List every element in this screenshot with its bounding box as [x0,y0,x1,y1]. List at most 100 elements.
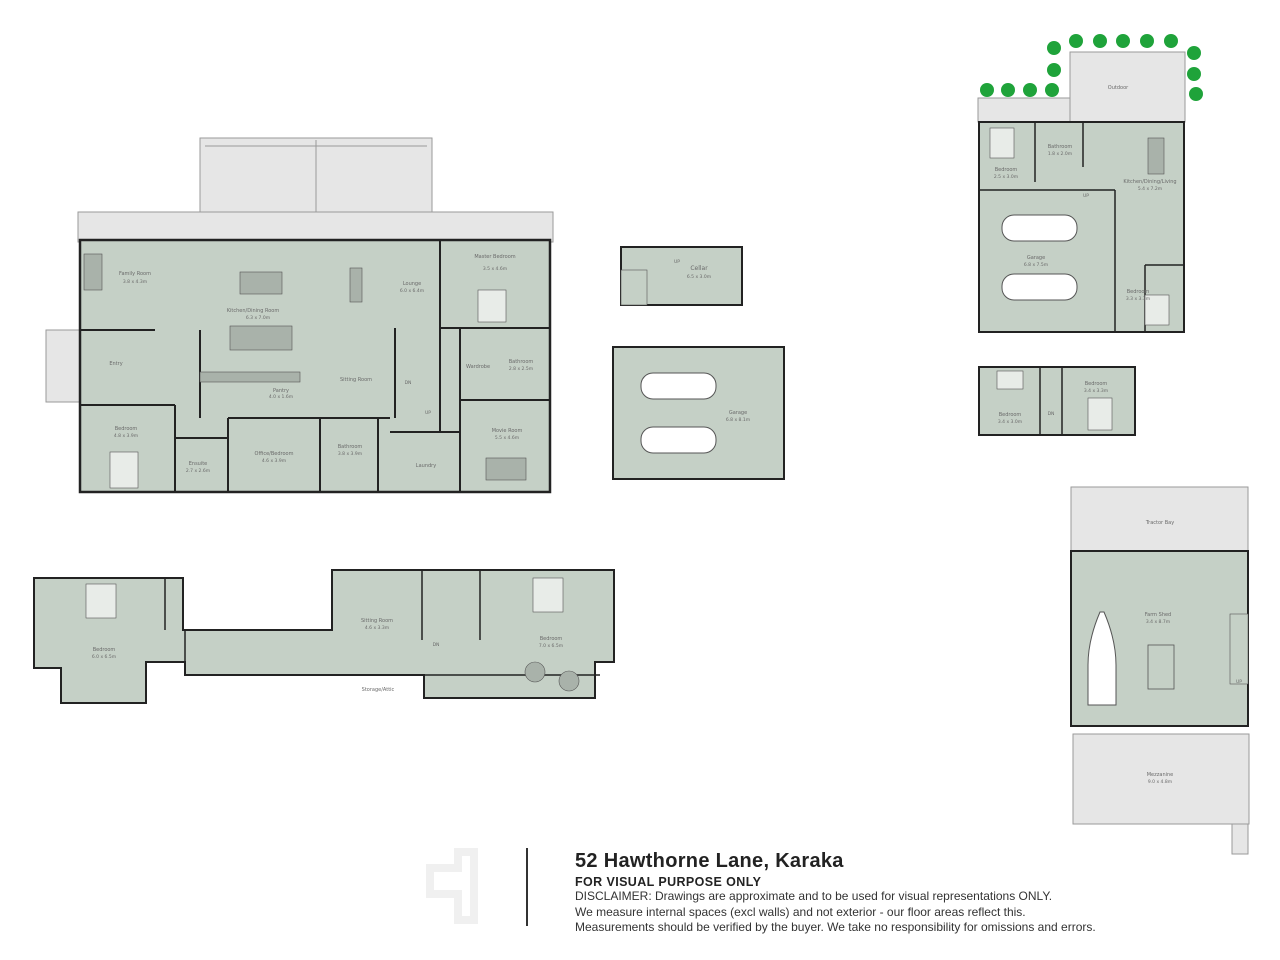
mezz-dim: 9.0 x 4.8m [1148,779,1172,785]
mezz-label: Mezzanine [1147,772,1174,778]
bed-master [477,289,507,323]
disclaimer-line-1: DISCLAIMER: Drawings are approximate and… [575,889,1053,903]
garage1-label: Garage [729,410,747,416]
guest-house-upper: Bedroom 3.4 x 3.0m Bedroom 3.4 x 3.3m DN [978,366,1136,436]
farm-up-label: UP [1236,679,1242,685]
g-up-bed2-dim: 3.4 x 3.3m [1084,388,1108,394]
movie-dim: 5.5 x 4.6m [495,435,519,441]
bath1-dim: 2.8 x 2.5m [509,366,533,372]
office-dim: 4.6 x 3.9m [262,458,286,464]
cellar-stairs [620,269,648,306]
car-2 [640,426,717,454]
ensuite-label: Ensuite [189,461,208,467]
up-bed1-dim: 6.0 x 6.5m [92,654,116,660]
kitchen-island [229,325,293,351]
info-block: 52 Hawthorne Lane, Karaka FOR VISUAL PUR… [575,850,1265,936]
veranda [77,211,554,243]
g-bed2-dim: 3.3 x 3.3m [1126,296,1150,302]
g-bath-label: Bathroom [1048,144,1073,150]
wardrobe-label: Wardrobe [466,364,490,370]
house-floor [78,238,552,494]
kitchen-label: Kitchen/Dining Room [227,308,280,314]
up-bed1-label: Bedroom [93,647,116,653]
upper-floor: Bedroom 6.0 x 6.5m Sitting Room 4.6 x 3.… [33,569,615,704]
pantry-dim: 4.0 x 1.6m [269,394,293,400]
upper-dn-label: DN [433,642,440,648]
g-garage-label: Garage [1027,255,1045,261]
family-room-label: Family Room [119,271,151,277]
kitchen-dim: 6.3 x 7.0m [246,315,270,321]
guest-car-2 [1001,273,1078,301]
stair-up-label: UP [425,410,431,416]
sofa [349,267,363,303]
g-up-bed2-label: Bedroom [1085,381,1108,387]
trees [980,34,1203,101]
dining-table [239,271,283,295]
disclaimer-line-3: Measurements should be verified by the b… [575,920,1096,934]
g-up-bed1-dim: 3.4 x 3.0m [998,419,1022,425]
ensuite-dim: 2.7 x 2.6m [186,468,210,474]
tractor-label: Tractor Bay [1145,520,1174,526]
bed1-label: Bedroom [115,426,138,432]
farm-label: Farm Shed [1145,612,1172,618]
tractor [1147,644,1175,690]
g-kitchen-dim: 5.4 x 7.2m [1138,186,1162,192]
bath2-label: Bathroom [338,444,363,450]
g-kitchen-label: Kitchen/Dining/Living [1123,179,1176,185]
family-sofa [83,253,103,291]
g-bath-dim: 1.8 x 2.0m [1048,151,1072,157]
property-title: 52 Hawthorne Lane, Karaka [575,850,844,872]
cellar-dim: 6.5 x 3.0m [687,274,711,280]
boat [1087,611,1117,706]
pantry-label: Pantry [273,388,289,394]
cellar-label: Cellar [690,265,708,272]
outdoor-label: Outdoor [1108,85,1129,91]
car-1 [640,372,717,400]
g-up-label: UP [1083,193,1089,199]
upper-bed-2 [532,577,564,613]
farm-dim: 3.4 x 8.7m [1146,619,1170,625]
guest-bed-2 [1144,294,1170,326]
entry-porch [45,329,81,403]
laundry-label: Laundry [416,463,436,469]
farm-shed: Tractor Bay Farm Shed 3.4 x 8.7m Mezzani… [1070,486,1250,855]
storage-label: Storage/Attic [362,687,395,693]
bath1-label: Bathroom [509,359,534,365]
cellar-up-label: UP [674,259,680,265]
guest-car-1 [1001,214,1078,242]
g-bed1-label: Bedroom [995,167,1018,173]
garage1-dim: 6.8 x 8.1m [726,417,750,423]
company-logo [426,848,478,924]
guest-bed-1 [989,127,1015,159]
guest-house: Outdoor Bedroom 2.5 x 3.0m Bathroom 1.8 … [977,34,1203,333]
upper-bed-1 [85,583,117,619]
master-dim: 3.5 x 4.6m [483,266,507,272]
kitchen-bench [199,371,301,383]
property-subtitle: FOR VISUAL PURPOSE ONLY [575,875,762,889]
g-upper-dn-label: DN [1048,411,1055,417]
master-label: Master Bedroom [474,254,515,260]
movie-sofa [485,457,527,481]
info-divider [526,848,528,926]
sitting-label: Sitting Room [340,377,372,383]
guest-dining [1147,137,1165,175]
family-room-dim: 3.8 x 4.3m [123,279,147,285]
lounge-dim: 6.0 x 6.4m [400,288,424,294]
garage-plan: Garage 6.8 x 8.1m [612,346,785,480]
bath2-dim: 3.8 x 3.9m [338,451,362,457]
bed1-dim: 4.8 x 3.9m [114,433,138,439]
main-house-ground-floor: Family Room 3.8 x 4.3m Kitchen/Dining Ro… [45,137,554,494]
up-sitting-label: Sitting Room [361,618,393,624]
entry-label: Entry [109,361,122,367]
bed-1 [109,451,139,489]
disclaimer-line-2: We measure internal spaces (excl walls) … [575,904,1026,919]
lounge-label: Lounge [403,281,421,287]
g-bed2-label: Bedroom [1127,289,1150,295]
g-bed1-dim: 2.5 x 3.0m [994,174,1018,180]
movie-label: Movie Room [492,428,523,434]
g-garage-dim: 6.8 x 7.5m [1024,262,1048,268]
stair-dn-label: DN [405,380,412,386]
office-label: Office/Bedroom [255,451,294,457]
cellar-plan: Cellar 6.5 x 3.0m UP [620,246,743,306]
